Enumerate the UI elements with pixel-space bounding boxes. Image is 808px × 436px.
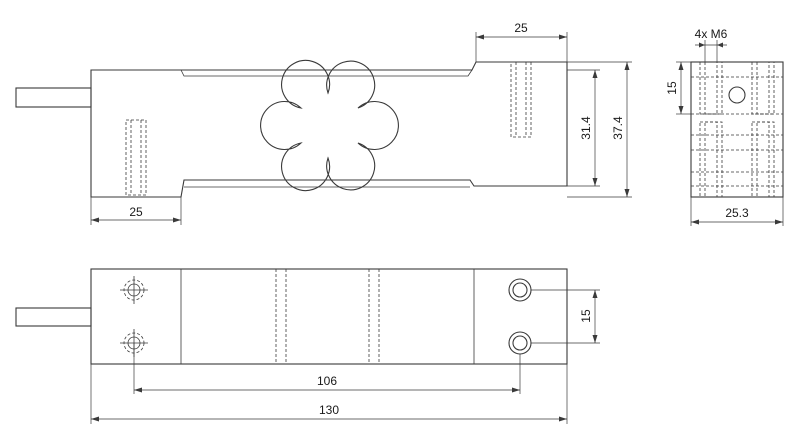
dim-side-inner-height: 31.4 <box>579 116 593 140</box>
dim-top-hole-spacing-horizontal: 106 <box>317 374 337 388</box>
top-dimensions: 15 106 130 <box>90 289 600 424</box>
top-cable <box>15 307 92 327</box>
top-view <box>15 268 568 365</box>
dim-side-bottom-offset: 25 <box>129 205 143 219</box>
side-top-groove <box>180 69 473 77</box>
dim-end-thread: 4x M6 <box>695 27 728 41</box>
top-body-outline <box>90 268 568 365</box>
side-flexure-cutout <box>260 59 399 192</box>
side-left-hidden-thread <box>125 119 147 196</box>
dim-side-top-offset: 25 <box>514 21 528 35</box>
dim-end-hole-spacing: 15 <box>665 81 679 95</box>
top-left-holes <box>120 276 148 357</box>
side-body-outline <box>90 61 568 198</box>
dim-top-hole-spacing-vertical: 15 <box>579 309 593 323</box>
end-view: 4x M6 15 25.3 <box>665 27 784 226</box>
side-dimensions: 25 25 31.4 37.4 <box>90 21 632 225</box>
side-right-hidden-thread <box>510 61 532 138</box>
dim-end-width: 25.3 <box>725 206 749 220</box>
end-hidden-threads <box>691 61 783 198</box>
side-view <box>15 59 568 198</box>
top-right-holes <box>508 278 532 355</box>
dim-top-total-length: 130 <box>319 403 339 417</box>
dim-side-total-height: 37.4 <box>611 116 625 140</box>
end-cable-hole <box>728 86 746 104</box>
side-cable <box>15 87 92 108</box>
end-body-outline <box>690 61 784 198</box>
